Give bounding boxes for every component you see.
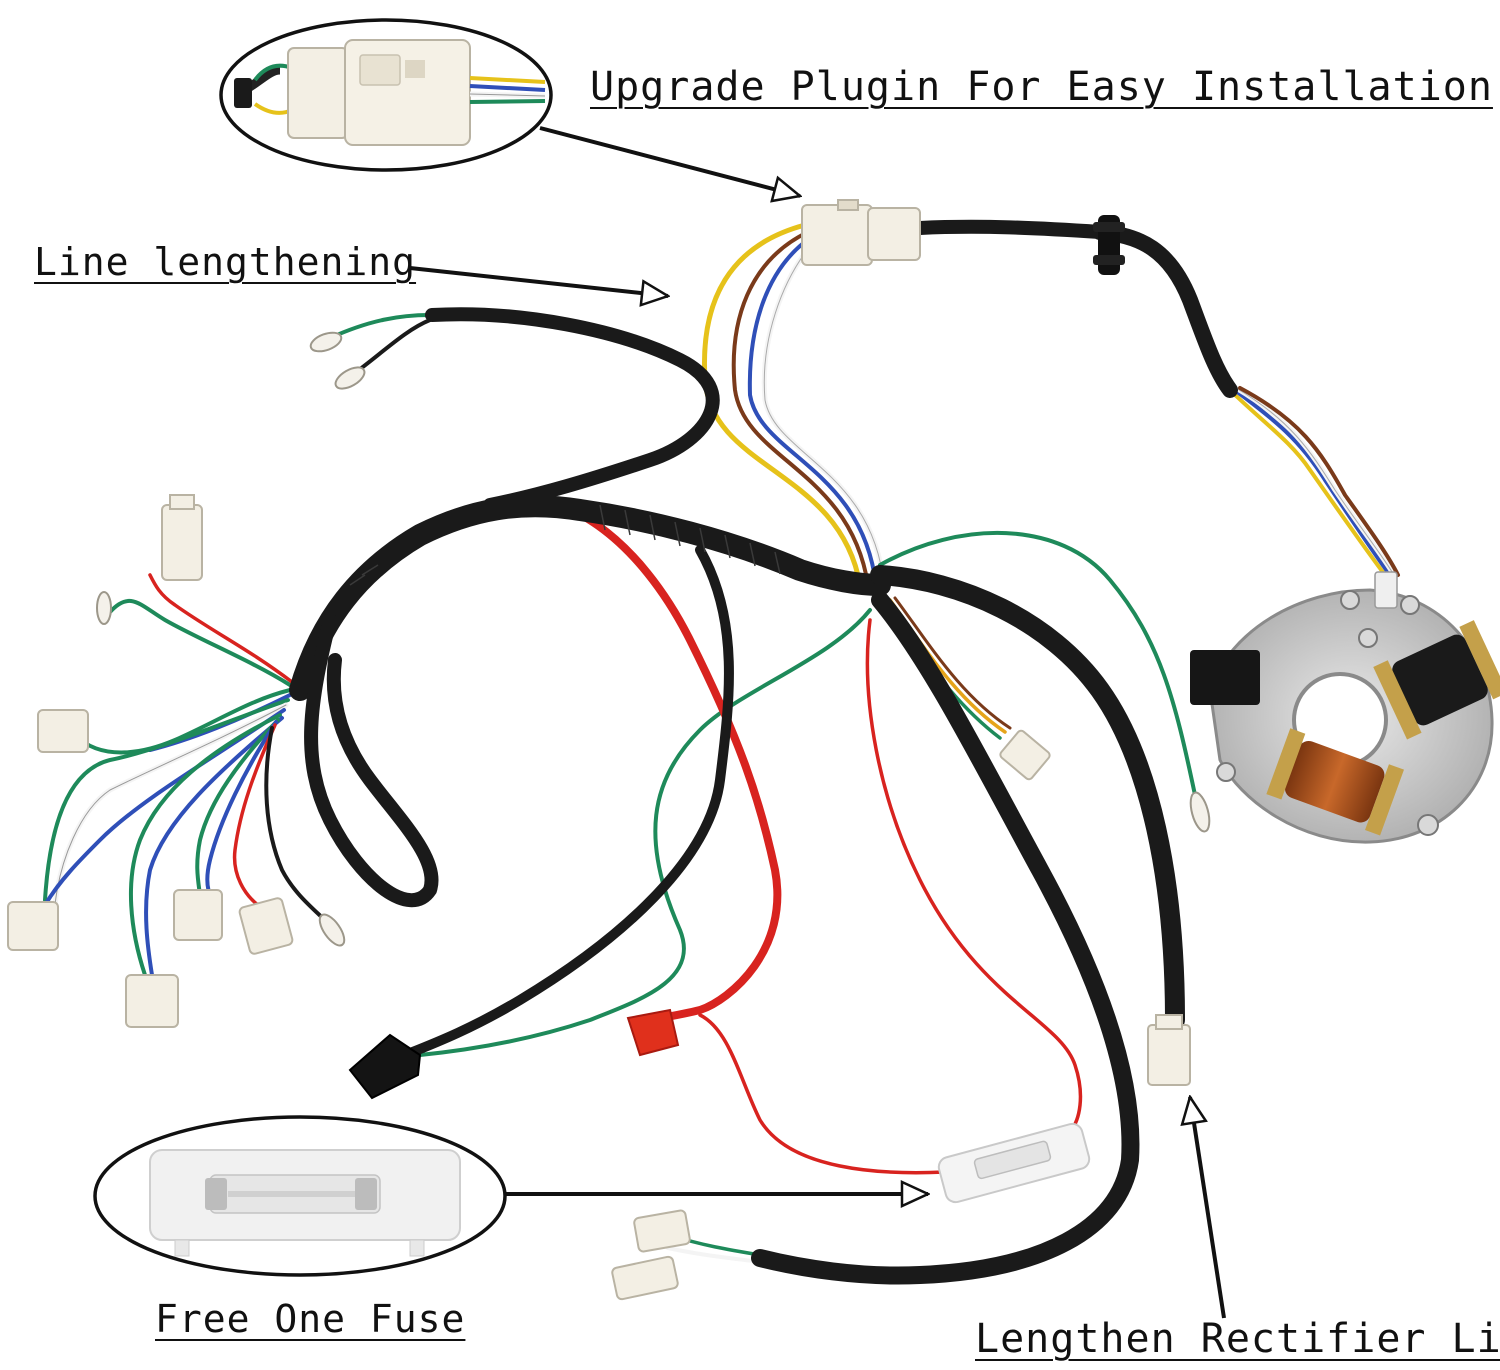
plugin-connector [801,199,921,266]
left-connector-mid [37,709,89,753]
black-terminal-boot [348,1033,422,1100]
thin-wires [43,222,1400,1264]
harness-ribbing [349,504,781,586]
bottom-connector-upper [633,1209,691,1253]
right-small-connector [999,729,1051,781]
left-connector-top [161,494,203,581]
arrow-rectifier [1190,1097,1226,1319]
connector-plug-icon [234,39,546,146]
bottom-connector-lower [611,1255,679,1301]
arrow-line-lengthening [409,266,668,296]
rubber-grommet [1093,215,1125,275]
rectifier-connector [1147,1014,1191,1086]
free-fuse-label: Free One Fuse [155,1297,466,1341]
magneto-stator-icon [1190,571,1500,844]
lengthen-rectifier-label: Lengthen Rectifier Line [975,1316,1500,1362]
left-connector-center [173,889,223,941]
fuse-holder-icon [149,1149,461,1257]
main-harness [289,219,1238,1285]
inline-fuse-holder [937,1122,1091,1204]
red-terminal-boot [626,1008,680,1057]
upgrade-plugin-label: Upgrade Plugin For Easy Installation [590,64,1493,110]
callout-arrows [409,126,1226,1319]
spade-terminals [96,331,1211,947]
left-connector-bottom-left [7,901,59,951]
left-connector-right [238,897,294,955]
left-connector-lower [125,974,179,1028]
plugin-callout [219,18,553,172]
line-lengthening-label: Line lengthening [34,240,417,284]
fuse-callout [93,1115,507,1277]
arrow-upgrade-plugin [539,126,800,196]
connectors [7,199,1191,1301]
